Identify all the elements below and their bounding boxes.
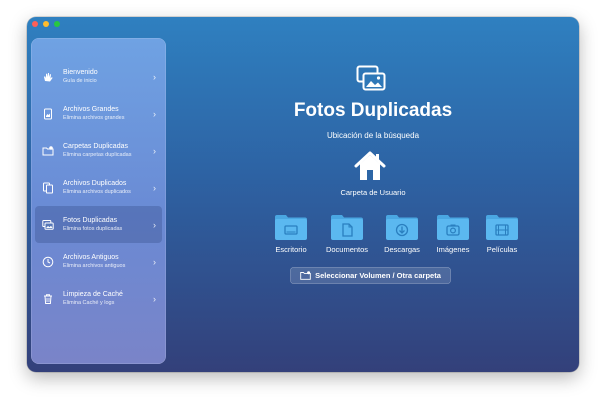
home-icon[interactable] <box>353 150 387 182</box>
folder-label: Descargas <box>384 245 420 254</box>
sidebar-item-title: Limpieza de Caché <box>63 291 123 298</box>
chevron-right-icon: › <box>153 219 156 230</box>
chevron-right-icon: › <box>153 182 156 193</box>
sidebar-item-carpetas-duplicadas[interactable]: Carpetas Duplicadas Elimina carpetas dup… <box>35 132 162 169</box>
downloads-folder-icon <box>386 215 418 240</box>
sidebar-item-subtitle: Elimina archivos grandes <box>63 115 125 121</box>
sidebar-item-title: Archivos Antiguos <box>63 254 119 261</box>
sidebar-item-title: Fotos Duplicadas <box>63 217 118 224</box>
folder-duplicate-icon <box>41 144 55 158</box>
chevron-right-icon: › <box>153 145 156 156</box>
user-folder-label[interactable]: Carpeta de Usuario <box>340 188 406 197</box>
sidebar-item-title: Bienvenido <box>63 69 98 76</box>
file-duplicate-icon <box>41 181 55 195</box>
folder-imagenes[interactable]: Imágenes <box>428 213 478 254</box>
folder-label: Documentos <box>325 245 369 254</box>
pictures-folder-icon <box>437 215 469 240</box>
sidebar-item-title: Archivos Grandes <box>63 106 119 113</box>
search-location-label: Ubicación de la búsqueda <box>326 131 420 140</box>
minimize-window-button[interactable] <box>43 21 49 27</box>
sidebar-item-limpieza-cache[interactable]: Limpieza de Caché Elimina Caché y logs › <box>35 280 162 317</box>
window-controls <box>32 21 60 27</box>
clock-icon <box>41 255 55 269</box>
sidebar: Bienvenido Guía de inicio › Archivos Gra… <box>31 38 166 364</box>
sidebar-item-subtitle: Guía de inicio <box>63 78 97 84</box>
close-window-button[interactable] <box>32 21 38 27</box>
select-volume-button[interactable]: Seleccionar Volumen / Otra carpeta <box>290 267 451 284</box>
folder-add-icon <box>300 271 311 280</box>
chevron-right-icon: › <box>153 71 156 82</box>
duplicate-photos-icon <box>356 65 386 91</box>
chevron-right-icon: › <box>153 108 156 119</box>
folder-peliculas[interactable]: Películas <box>477 213 527 254</box>
main-panel: Fotos Duplicadas Ubicación de la búsqued… <box>167 17 579 372</box>
sidebar-item-subtitle: Elimina Caché y logs <box>63 300 115 306</box>
sidebar-item-subtitle: Elimina fotos duplicadas <box>63 226 123 232</box>
sidebar-item-archivos-duplicados[interactable]: Archivos Duplicados Elimina archivos dup… <box>35 169 162 206</box>
app-window: Bienvenido Guía de inicio › Archivos Gra… <box>27 17 579 372</box>
folder-descargas[interactable]: Descargas <box>377 213 427 254</box>
sidebar-item-subtitle: Elimina carpetas duplicadas <box>63 152 132 158</box>
folder-escritorio[interactable]: Escritorio <box>266 213 316 254</box>
folder-label: Imágenes <box>436 245 470 254</box>
folder-label: Escritorio <box>275 245 307 254</box>
chevron-right-icon: › <box>153 256 156 267</box>
sidebar-item-archivos-grandes[interactable]: Archivos Grandes Elimina archivos grande… <box>35 95 162 132</box>
sidebar-item-fotos-duplicadas[interactable]: Fotos Duplicadas Elimina fotos duplicada… <box>35 206 162 243</box>
photo-duplicate-icon <box>41 218 55 232</box>
desktop-folder-icon <box>275 215 307 240</box>
sidebar-item-title: Archivos Duplicados <box>63 180 127 187</box>
folder-shortcuts: Escritorio Documentos Descargas <box>167 213 579 263</box>
documents-folder-icon <box>331 215 363 240</box>
wave-hand-icon <box>41 70 55 84</box>
sidebar-item-subtitle: Elimina archivos antiguos <box>63 263 126 269</box>
folder-label: Películas <box>486 245 518 254</box>
chevron-right-icon: › <box>153 293 156 304</box>
folder-documentos[interactable]: Documentos <box>322 213 372 254</box>
page-title: Fotos Duplicadas <box>293 100 453 121</box>
large-file-icon <box>41 107 55 121</box>
trash-icon <box>41 292 55 306</box>
sidebar-item-archivos-antiguos[interactable]: Archivos Antiguos Elimina archivos antig… <box>35 243 162 280</box>
movies-folder-icon <box>486 215 518 240</box>
sidebar-item-bienvenido[interactable]: Bienvenido Guía de inicio › <box>35 58 162 95</box>
sidebar-item-subtitle: Elimina archivos duplicados <box>63 189 131 195</box>
sidebar-item-title: Carpetas Duplicadas <box>63 143 128 150</box>
zoom-window-button[interactable] <box>54 21 60 27</box>
select-volume-label: Seleccionar Volumen / Otra carpeta <box>315 271 441 280</box>
